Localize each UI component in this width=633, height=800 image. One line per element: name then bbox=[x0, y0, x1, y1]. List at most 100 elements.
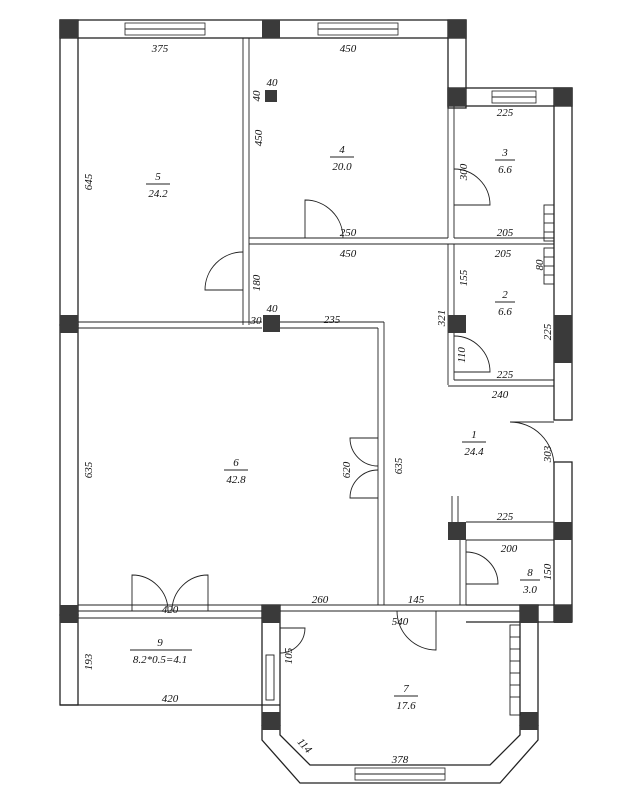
dimension-label: 635 bbox=[83, 461, 95, 478]
columns bbox=[60, 20, 572, 730]
room-6: 6 42.8 bbox=[224, 457, 248, 486]
doors bbox=[131, 168, 555, 654]
dimension-label: 450 bbox=[340, 43, 357, 55]
column bbox=[554, 315, 572, 363]
room-area: 3.0 bbox=[522, 584, 537, 596]
room-area: 8.2*0.5=4.1 bbox=[133, 654, 187, 666]
dimension-label: 105 bbox=[283, 647, 295, 664]
room-5: 5 24.2 bbox=[146, 171, 170, 200]
column bbox=[265, 90, 277, 102]
room-7: 7 17.6 bbox=[394, 683, 418, 712]
room-3: 3 6.6 bbox=[495, 147, 515, 176]
column bbox=[262, 605, 280, 623]
room-9: 9 8.2*0.5=4.1 bbox=[130, 637, 192, 666]
room-number: 9 bbox=[157, 637, 163, 649]
interior-walls bbox=[78, 38, 554, 701]
room-area: 6.6 bbox=[498, 306, 512, 318]
column bbox=[448, 522, 466, 540]
dimension-label: 200 bbox=[501, 543, 518, 555]
dimension-label: 235 bbox=[324, 314, 341, 326]
wall-bay-inner bbox=[279, 725, 521, 766]
wall-left-lower bbox=[59, 324, 79, 616]
room-number: 5 bbox=[155, 171, 161, 183]
dimension-label: 225 bbox=[497, 511, 514, 523]
column bbox=[520, 605, 538, 623]
dimension-label: 321 bbox=[436, 310, 448, 328]
room-number: 6 bbox=[233, 457, 239, 469]
room-labels: 1 24.4 2 6.6 3 6.6 4 20.0 5 24.2 6 42.8 bbox=[130, 144, 540, 712]
dimension-label: 420 bbox=[162, 604, 179, 616]
dimension-label: 420 bbox=[162, 693, 179, 705]
r7-left-niche bbox=[265, 654, 275, 701]
column bbox=[263, 315, 280, 332]
door-room2 bbox=[453, 335, 491, 373]
room-number: 2 bbox=[502, 289, 508, 301]
dimension-label: 645 bbox=[83, 173, 95, 190]
room-8: 8 3.0 bbox=[520, 567, 540, 596]
dimension-label: 30 bbox=[250, 315, 263, 327]
column bbox=[448, 20, 466, 38]
dimension-label: 150 bbox=[542, 563, 554, 580]
room-number: 1 bbox=[471, 429, 477, 441]
dimension-label: 260 bbox=[312, 594, 329, 606]
column bbox=[554, 88, 572, 106]
column bbox=[262, 712, 280, 730]
dimension-label: 80 bbox=[534, 259, 546, 271]
room-area: 24.4 bbox=[464, 446, 484, 458]
room-1: 1 24.4 bbox=[462, 429, 486, 458]
room-4: 4 20.0 bbox=[330, 144, 354, 173]
dimension-label: 240 bbox=[492, 389, 509, 401]
door-room6-b bbox=[349, 469, 379, 499]
radiator bbox=[509, 624, 521, 716]
door-balcony-a bbox=[131, 574, 169, 612]
door-room6-a bbox=[349, 437, 379, 467]
room-number: 8 bbox=[527, 567, 533, 579]
dimension-label: 300 bbox=[458, 163, 470, 181]
column bbox=[448, 315, 466, 333]
door-balcony-b bbox=[171, 574, 209, 612]
room-2: 2 6.6 bbox=[495, 289, 515, 318]
wall-left-upper bbox=[59, 19, 79, 326]
dimension-label: 450 bbox=[340, 248, 357, 260]
dimension-label: 540 bbox=[392, 616, 409, 628]
dimension-label: 110 bbox=[456, 347, 468, 363]
room-area: 20.0 bbox=[332, 161, 352, 173]
dimension-label: 193 bbox=[83, 653, 95, 670]
dimension-labels: 375 450 40 40 450 645 225 300 205 250 45… bbox=[83, 43, 554, 766]
dimension-label: 250 bbox=[340, 227, 357, 239]
dimension-label: 635 bbox=[393, 457, 405, 474]
door-room8 bbox=[465, 551, 499, 585]
column bbox=[448, 88, 466, 106]
column bbox=[262, 20, 280, 38]
room-area: 17.6 bbox=[396, 700, 416, 712]
wall-balcony bbox=[59, 614, 79, 706]
dimension-label: 180 bbox=[251, 274, 263, 291]
dimension-label: 378 bbox=[391, 754, 409, 766]
dimension-label: 225 bbox=[497, 369, 514, 381]
dimension-label: 375 bbox=[151, 43, 169, 55]
room-number: 3 bbox=[501, 147, 508, 159]
door-room7 bbox=[396, 610, 437, 651]
wall-right-upper bbox=[553, 87, 573, 421]
room-area: 24.2 bbox=[148, 188, 168, 200]
dimension-label: 40 bbox=[267, 303, 279, 315]
wall-bay-outer bbox=[261, 725, 539, 784]
door-room4 bbox=[304, 199, 344, 239]
dimension-label: 225 bbox=[497, 107, 514, 119]
column bbox=[60, 315, 78, 333]
dimension-label: 205 bbox=[495, 248, 512, 260]
column bbox=[554, 605, 572, 623]
column bbox=[554, 522, 572, 540]
dimension-label: 225 bbox=[542, 323, 554, 340]
column bbox=[60, 605, 78, 623]
door-room3 bbox=[453, 168, 491, 206]
column bbox=[60, 20, 78, 38]
dimension-label: 145 bbox=[408, 594, 425, 606]
door-room7-left bbox=[279, 627, 306, 654]
dimension-label: 450 bbox=[253, 129, 265, 146]
dimension-label: 40 bbox=[267, 77, 279, 89]
dimension-label: 155 bbox=[458, 269, 470, 286]
dimension-label: 303 bbox=[542, 445, 554, 463]
dimension-label: 205 bbox=[497, 227, 514, 239]
